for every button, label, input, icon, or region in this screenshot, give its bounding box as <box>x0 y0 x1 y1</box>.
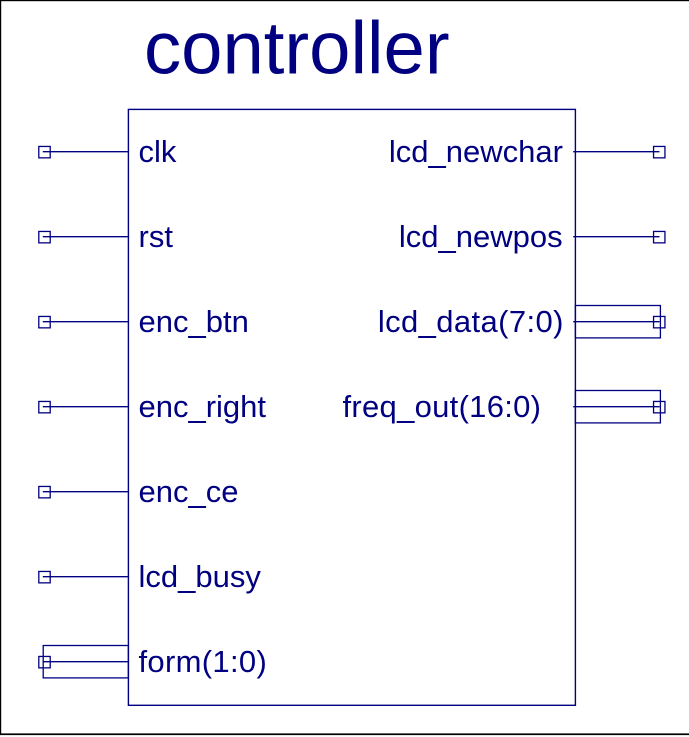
svg-text:freq_out(16:0): freq_out(16:0) <box>343 389 542 424</box>
svg-text:clk: clk <box>139 134 177 169</box>
svg-text:enc_btn: enc_btn <box>139 304 249 339</box>
svg-text:lcd_newchar: lcd_newchar <box>389 134 563 169</box>
svg-text:lcd_newpos: lcd_newpos <box>399 219 563 254</box>
svg-text:lcd_data(7:0): lcd_data(7:0) <box>378 304 564 339</box>
svg-text:enc_ce: enc_ce <box>139 474 239 509</box>
svg-text:controller: controller <box>144 6 450 89</box>
svg-text:lcd_busy: lcd_busy <box>139 559 262 594</box>
svg-text:enc_right: enc_right <box>139 389 267 424</box>
svg-text:rst: rst <box>139 219 174 254</box>
svg-text:form(1:0): form(1:0) <box>139 644 267 679</box>
